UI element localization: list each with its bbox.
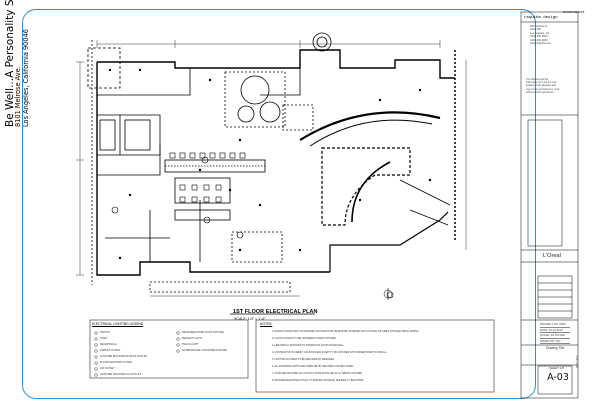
- note-item: 2. FLOOR OUTLETS TO BE CENTERED ON BAR F…: [272, 338, 337, 340]
- angled-wall: [399, 179, 451, 206]
- note-item: 5. LIGHTING FIXTURES TO BE SPECIFIED BY …: [272, 359, 335, 361]
- client-name: L'Oreal: [543, 253, 561, 259]
- plan-title: 1ST FLOOR ELECTRICAL PLAN: [233, 309, 318, 315]
- legend-box: [89, 319, 249, 379]
- exterior-wall: [329, 211, 449, 272]
- legend-item: FLOOR MOUNTED OUTLET: [100, 361, 133, 364]
- sheet-number: A-03: [547, 372, 569, 383]
- legend-symbols: [94, 331, 180, 377]
- lighting-zone: [231, 231, 283, 263]
- interior-wall: [97, 145, 161, 176]
- dimension-lines: [76, 40, 467, 297]
- legend-item: RECESSED DOWN LIGHT FIXTURE: [182, 331, 224, 334]
- address-line: info@raquiba.com: [530, 42, 552, 46]
- note-item: 6. ALL EXTERIOR LIGHTS ARE OPERATED BY W…: [272, 366, 355, 368]
- spa-room: [224, 71, 286, 128]
- title-block: [520, 11, 579, 399]
- legend-item: DUPLEX OUTLET: [100, 349, 121, 352]
- project-address: 8101 Melrose Ave.: [14, 66, 22, 127]
- firm-name: raquiba design: [524, 16, 558, 20]
- project-city: Los Angeles, California 90046: [22, 29, 30, 127]
- exterior-wall: [97, 49, 455, 79]
- dashed-boundary: [87, 47, 121, 89]
- round-fixture: [237, 105, 255, 123]
- sheet-number-box: [537, 365, 573, 395]
- note-item: 4. CONTRACTOR TO VERIFY LOCATION AND QUA…: [272, 352, 387, 354]
- legend-item: GFI OUTLET: [100, 367, 115, 370]
- interior-wall: [149, 210, 190, 263]
- lighting-zone: [282, 104, 314, 131]
- info-row: SCALE: AS NOTED: [540, 333, 570, 339]
- disclaimer-text: This drawing and the information on it a…: [526, 78, 560, 94]
- notes-box: [255, 319, 495, 393]
- note-item: 3. LED DISPLAY MOUNTED TO INTERIOR OF EN…: [272, 345, 345, 347]
- address-line: 000 Address st.: [530, 25, 548, 28]
- legend-title: ELECTRICAL LIGHTING LEGEND: [92, 322, 144, 326]
- legend-item: COUNTER MOUNTED GFI OUTLET: [100, 373, 142, 376]
- toilet-room: [124, 119, 151, 151]
- round-fixture: [259, 101, 281, 123]
- note-item: 1. DESIGN CONSULTANT TO PROVIDE LOCATION…: [272, 331, 420, 333]
- project-name-box: [527, 119, 563, 247]
- drawing-title-label: Drawing Title: [546, 346, 565, 350]
- side-date: 08.17.2010: [576, 355, 579, 368]
- curved-counter: [351, 161, 391, 223]
- curved-wall: [299, 111, 441, 141]
- interior-wall: [97, 114, 161, 156]
- fixture-symbols: [108, 68, 432, 260]
- interior-wall: [260, 68, 301, 96]
- chairs: [169, 152, 246, 203]
- info-row: DATE: 10.10.2010: [540, 328, 570, 333]
- plan-scale: SCALE: 1/4" = 1'-0": [234, 317, 266, 321]
- legend-item: PENDANT LIGHT: [182, 337, 202, 340]
- north-arrow: [383, 288, 393, 300]
- angled-wall: [409, 209, 449, 226]
- sheet-label: SHEET 1/8: [549, 366, 564, 370]
- firm-logo: GRAPHISOFT: [563, 10, 585, 14]
- legend-item: RECEPTACLE: [100, 343, 117, 346]
- note-item: 7. COUNTER MOUNTED GFI OUTLETS TO BE INS…: [272, 373, 363, 375]
- project-info: PROJECT NO: 0000 DATE: 10.10.2010 SCALE:…: [540, 322, 570, 344]
- reception-room: [321, 147, 411, 226]
- toilet-room: [99, 119, 116, 151]
- address-line: (323) 000 0000: [530, 35, 548, 39]
- legend-item: SWITCH: [100, 331, 110, 334]
- exterior-wall: [96, 62, 330, 276]
- address-line: Suite 000: [530, 28, 541, 32]
- round-fixture: [312, 32, 332, 52]
- legend-item: 3-WAY: [100, 337, 108, 340]
- round-fixture: [316, 36, 328, 48]
- interior-wall: [97, 68, 191, 96]
- drawing-sheet-frame: [22, 9, 536, 399]
- section-markers: [111, 156, 394, 299]
- notes-title: NOTES:: [260, 322, 273, 326]
- note-item: 8. PROVIDE DEDICATED OUTLET TO SERVICE S…: [272, 380, 364, 382]
- address-line: Los Angeles, CA: [530, 31, 550, 35]
- info-row: DRAWN BY: RD: [540, 339, 570, 344]
- info-row: PROJECT NO: 0000: [540, 322, 570, 328]
- round-fixture: [240, 75, 270, 105]
- lighting-zone: [149, 281, 291, 293]
- firm-address: 000 Address st. Suite 000 Los Angeles, C…: [530, 25, 558, 45]
- legend-item: EXTERIOR WALL MOUNTED FIXTURE: [182, 349, 227, 352]
- legend-item: TRACK LIGHT: [182, 343, 199, 346]
- address-line: (323) 000 0000: [530, 38, 548, 42]
- curved-wall: [309, 119, 433, 147]
- legend-item: COUNTER MOUNTED DUPLEX OUTLET: [100, 355, 147, 358]
